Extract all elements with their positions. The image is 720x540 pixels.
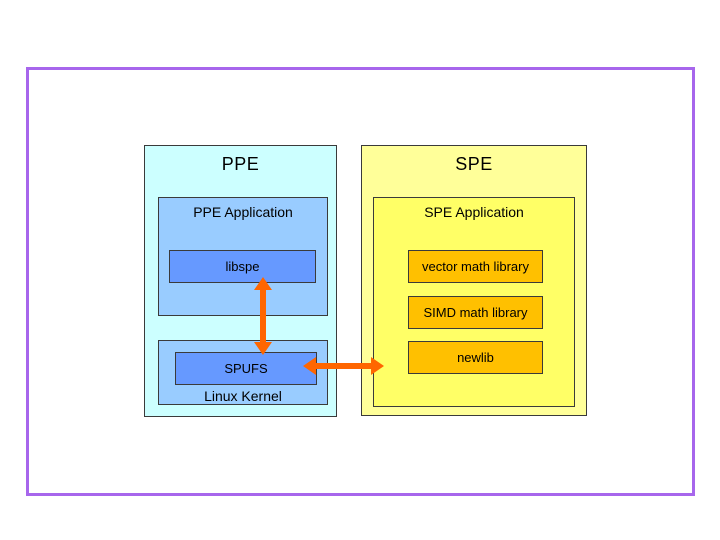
linux-kernel-box: SPUFS Linux Kernel (158, 340, 328, 405)
libspe-box: libspe (169, 250, 316, 283)
ppe-title: PPE (221, 154, 260, 174)
slide-border (26, 67, 695, 496)
newlib-box: newlib (408, 341, 543, 374)
vector-math-library-label: vector math library (422, 259, 529, 274)
vector-math-library-box: vector math library (408, 250, 543, 283)
simd-math-library-box: SIMD math library (408, 296, 543, 329)
spufs-box: SPUFS (175, 352, 317, 385)
spe-title: SPE (455, 154, 493, 174)
simd-math-library-label: SIMD math library (423, 305, 528, 320)
linux-kernel-label: Linux Kernel (204, 388, 282, 404)
spufs-label: SPUFS (224, 361, 268, 376)
spe-group-box: SPE SPE Application vector math library … (361, 145, 587, 416)
ppe-application-title: PPE Application (193, 204, 293, 220)
ppe-group-box: PPE PPE Application libspe SPUFS Linux K… (144, 145, 337, 417)
libspe-label: libspe (225, 259, 260, 274)
spe-application-box: SPE Application vector math library SIMD… (373, 197, 575, 407)
newlib-label: newlib (457, 350, 494, 365)
spe-application-title: SPE Application (424, 204, 524, 220)
ppe-application-box: PPE Application libspe (158, 197, 328, 316)
